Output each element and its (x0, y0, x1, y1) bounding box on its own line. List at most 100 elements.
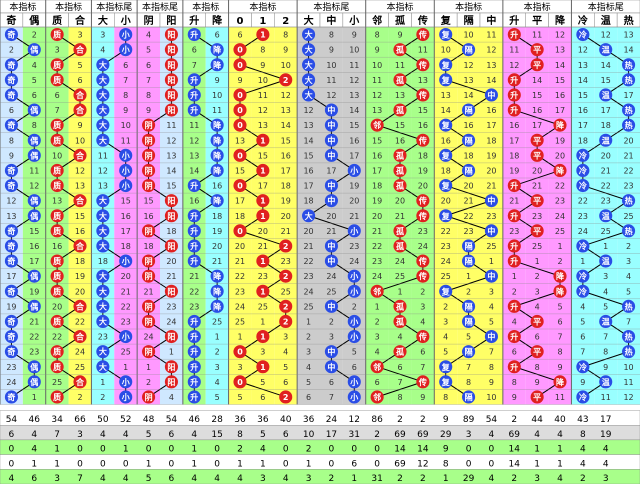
pick-label: 2 (283, 317, 289, 326)
pick-marker (119, 179, 133, 193)
pick-marker (73, 299, 87, 313)
miss-count: 6 (55, 91, 60, 100)
pick-marker (416, 88, 430, 102)
pick-marker (347, 390, 361, 404)
miss-count: 17 (6, 272, 16, 281)
miss-count: 1 (123, 363, 128, 372)
footer-stat: 0 (77, 445, 83, 455)
miss-count: 3 (375, 333, 380, 342)
column-band (274, 27, 298, 405)
pick-label: 小 (121, 150, 130, 160)
pick-label: 热 (625, 75, 633, 85)
pick-label: 复 (441, 211, 451, 221)
pick-marker (210, 58, 224, 72)
miss-count: 17 (623, 91, 633, 100)
pick-label: 小 (121, 332, 130, 342)
column-header: 中 (486, 14, 496, 27)
pick-marker (484, 194, 498, 208)
miss-count: 25 (555, 227, 565, 236)
miss-count: 17 (121, 227, 131, 236)
miss-count: 7 (580, 348, 585, 357)
footer-stat: 24 (326, 415, 338, 425)
pick-marker (370, 284, 384, 298)
footer-stat: 6 (169, 474, 175, 484)
pick-marker (27, 209, 41, 223)
pick-label: 传 (418, 60, 427, 70)
pick-marker (279, 73, 293, 87)
miss-count: 25 (281, 287, 291, 296)
pick-marker (73, 330, 87, 344)
miss-count: 23 (166, 302, 176, 311)
miss-count: 6 (420, 348, 425, 357)
miss-count: 3 (77, 31, 82, 40)
pick-label: 小 (349, 332, 358, 342)
pick-label: 大 (99, 286, 107, 296)
miss-count: 2 (146, 378, 151, 387)
miss-count: 2 (215, 348, 220, 357)
pick-label: 温 (602, 211, 610, 221)
pick-label: 奇 (7, 347, 15, 357)
miss-count: 4 (146, 31, 151, 40)
pick-label: 偶 (30, 150, 38, 160)
pick-marker (210, 163, 224, 177)
footer-stat: 2 (397, 415, 403, 425)
miss-count: 4 (375, 348, 380, 357)
miss-count: 5 (557, 302, 562, 311)
column-header: 2 (282, 16, 289, 27)
pick-label: 升 (190, 181, 198, 191)
pick-label: 隔 (465, 241, 473, 251)
miss-count: 15 (395, 121, 405, 130)
pick-marker (393, 43, 407, 57)
footer-stat: 14 (417, 445, 429, 455)
pick-marker (302, 58, 316, 72)
pick-marker (119, 254, 133, 268)
miss-count: 4 (580, 302, 585, 311)
pick-marker (347, 330, 361, 344)
footer-stat: 15 (211, 430, 222, 440)
pick-label: 大 (99, 135, 107, 145)
pick-marker (50, 58, 64, 72)
miss-count: 25 (52, 378, 62, 387)
footer-stat: 66 (74, 415, 86, 425)
miss-count: 6 (535, 333, 540, 342)
miss-count: 10 (349, 46, 359, 55)
miss-count: 25 (623, 212, 633, 221)
pick-marker (27, 269, 41, 283)
pick-label: 传 (418, 196, 427, 206)
miss-count: 16 (349, 136, 359, 145)
pick-marker (324, 360, 338, 374)
pick-marker (210, 299, 224, 313)
miss-count: 11 (98, 151, 108, 160)
pick-label: 平 (533, 197, 541, 206)
pick-label: 复 (441, 362, 451, 372)
footer-stat: 5 (146, 430, 152, 440)
pick-marker (233, 103, 247, 117)
pick-label: 2 (283, 272, 289, 281)
miss-count: 18 (143, 242, 153, 251)
pick-marker (96, 209, 110, 223)
miss-count: 21 (235, 257, 245, 266)
pick-marker (553, 269, 567, 283)
pick-label: 中 (327, 181, 335, 191)
miss-count: 11 (486, 31, 496, 40)
pick-marker (462, 314, 476, 329)
miss-count: 16 (121, 212, 131, 221)
miss-count: 2 (32, 31, 37, 40)
pick-label: 隔 (465, 165, 473, 175)
miss-count: 18 (166, 227, 176, 236)
miss-count: 12 (303, 106, 313, 115)
miss-count: 11 (29, 166, 39, 175)
pick-label: 大 (99, 105, 107, 115)
miss-count: 8 (466, 378, 471, 387)
pick-marker (142, 345, 156, 359)
column-header: 0 (237, 16, 244, 27)
pick-label: 阴 (145, 348, 153, 357)
footer-stat: 46 (189, 415, 201, 425)
miss-count: 13 (578, 61, 588, 70)
pick-marker (324, 194, 338, 208)
pick-label: 质 (53, 181, 61, 191)
miss-count: 9 (283, 46, 288, 55)
pick-marker (599, 133, 613, 147)
pick-marker (576, 179, 590, 193)
miss-count: 13 (52, 197, 62, 206)
